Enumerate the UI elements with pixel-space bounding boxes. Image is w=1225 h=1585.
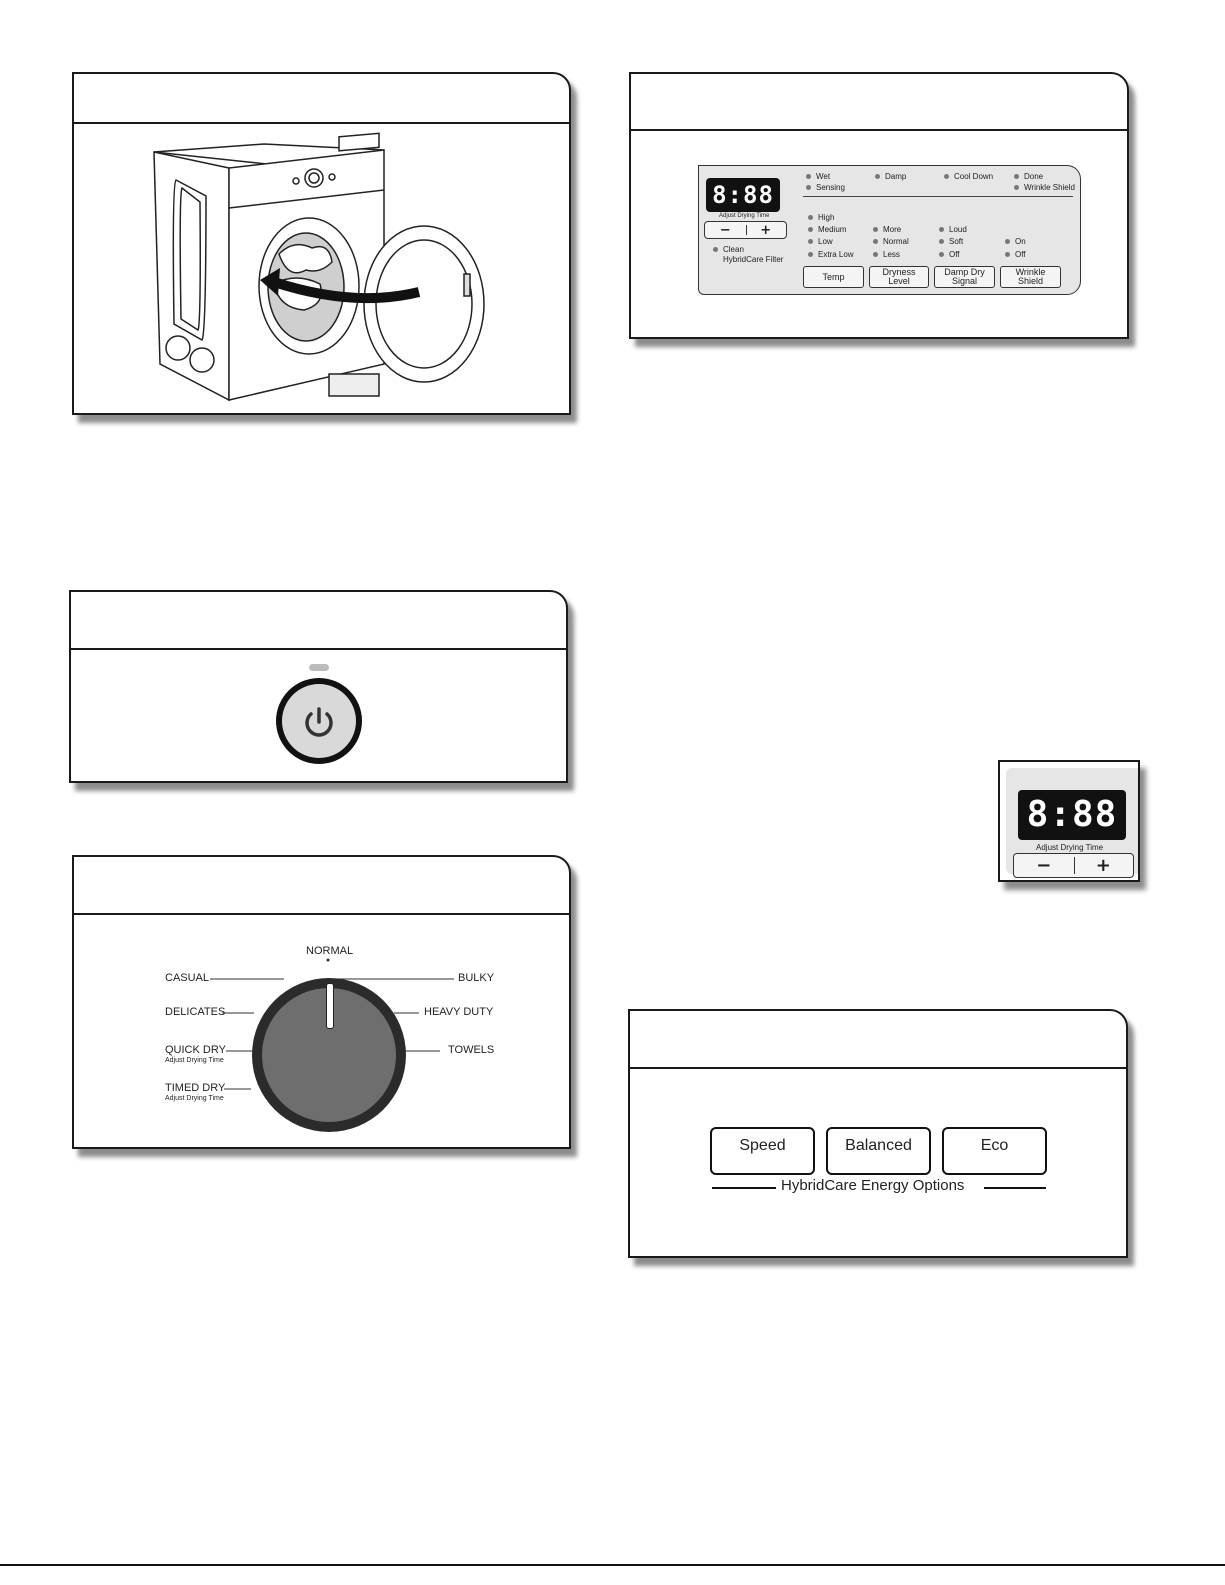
status-damp: Damp [875, 172, 906, 181]
dryness-more: More [873, 225, 901, 234]
cycle-quick-dry[interactable]: QUICK DRY [165, 1044, 226, 1056]
indicator-dot [713, 247, 718, 253]
plus-button[interactable]: + [760, 222, 772, 238]
stepper-divider [1073, 857, 1075, 874]
status-wrinkle-shield: Wrinkle Shield [1014, 183, 1075, 192]
zoom-minus-button[interactable]: − [1036, 855, 1052, 876]
speed-button[interactable]: Speed [710, 1127, 815, 1175]
temp-high: High [808, 213, 834, 222]
cycle-timed-dry[interactable]: TIMED DRY [165, 1082, 226, 1094]
cycle-towels[interactable]: TOWELS [448, 1044, 495, 1056]
zoom-plus-button[interactable]: + [1095, 855, 1111, 876]
power-icon [305, 707, 333, 737]
time-display: 8:88 [706, 178, 780, 212]
minus-button[interactable]: − [719, 222, 731, 238]
adjust-drying-time-label: Adjust Drying Time [719, 213, 770, 219]
stepper-divider [745, 225, 747, 235]
damp-loud: Loud [939, 225, 967, 234]
control-panel-card: 8:88 Adjust Drying Time − + Clean Hybrid… [629, 72, 1129, 339]
cycle-casual[interactable]: CASUAL [165, 972, 210, 984]
card-header [631, 74, 1127, 131]
cycle-bulky[interactable]: BULKY [458, 972, 495, 984]
temp-extra-low: Extra Low [808, 250, 854, 259]
wrinkle-off: Off [1005, 250, 1026, 259]
cycle-dial-knob[interactable] [252, 978, 406, 1132]
timed-dry-sublabel: Adjust Drying Time [165, 1095, 224, 1102]
temp-medium: Medium [808, 225, 846, 234]
status-wet: Wet [806, 172, 830, 181]
cycle-heavy-duty[interactable]: HEAVY DUTY [424, 1006, 494, 1018]
dryer-loading-illustration [153, 132, 485, 402]
dryer-illustration-card [72, 72, 571, 415]
damp-off: Off [939, 250, 960, 259]
control-panel: 8:88 Adjust Drying Time − + Clean Hybrid… [698, 165, 1081, 295]
energy-caption-line-left [712, 1187, 776, 1189]
card-header [74, 74, 569, 124]
status-divider [803, 196, 1073, 197]
status-sensing: Sensing [806, 183, 845, 192]
power-button[interactable] [276, 678, 362, 764]
cycle-delicates[interactable]: DELICATES [165, 1006, 226, 1018]
cycle-normal[interactable]: NORMAL [306, 945, 354, 957]
balanced-button[interactable]: Balanced [826, 1127, 931, 1175]
dial-pointer [326, 983, 334, 1029]
energy-caption: HybridCare Energy Options [781, 1177, 965, 1194]
zoom-time-display: 8:88 [1018, 790, 1126, 840]
damp-soft: Soft [939, 237, 963, 246]
display-zoom-card: 8:88 Adjust Drying Time − + [998, 760, 1140, 882]
card-header [71, 592, 566, 650]
temp-low: Low [808, 237, 833, 246]
zoom-panel: 8:88 Adjust Drying Time − + [1006, 768, 1138, 878]
eco-button[interactable]: Eco [942, 1127, 1047, 1175]
dryness-normal: Normal [873, 237, 909, 246]
energy-caption-line-right [984, 1187, 1046, 1189]
page-bottom-rule [0, 1564, 1225, 1566]
quick-dry-sublabel: Adjust Drying Time [165, 1057, 224, 1064]
dryness-less: Less [873, 250, 900, 259]
cycle-dial-card: NORMAL CASUAL DELICATES QUICK DRY Adjust… [72, 855, 571, 1149]
wrinkle-on: On [1005, 237, 1026, 246]
status-cool-down: Cool Down [944, 172, 993, 181]
clean-filter-indicator: Clean HybridCare Filter [713, 245, 783, 265]
dial-lines [210, 958, 454, 1090]
card-header [74, 857, 569, 915]
card-header [630, 1011, 1126, 1069]
power-indicator-light [309, 664, 329, 671]
zoom-adjust-stepper[interactable]: − + [1013, 853, 1134, 878]
adjust-time-stepper[interactable]: − + [704, 221, 787, 239]
status-done: Done [1014, 172, 1043, 181]
power-button-card [69, 590, 568, 783]
temp-button[interactable]: Temp [803, 266, 864, 288]
zoom-adjust-label: Adjust Drying Time [1036, 843, 1104, 852]
